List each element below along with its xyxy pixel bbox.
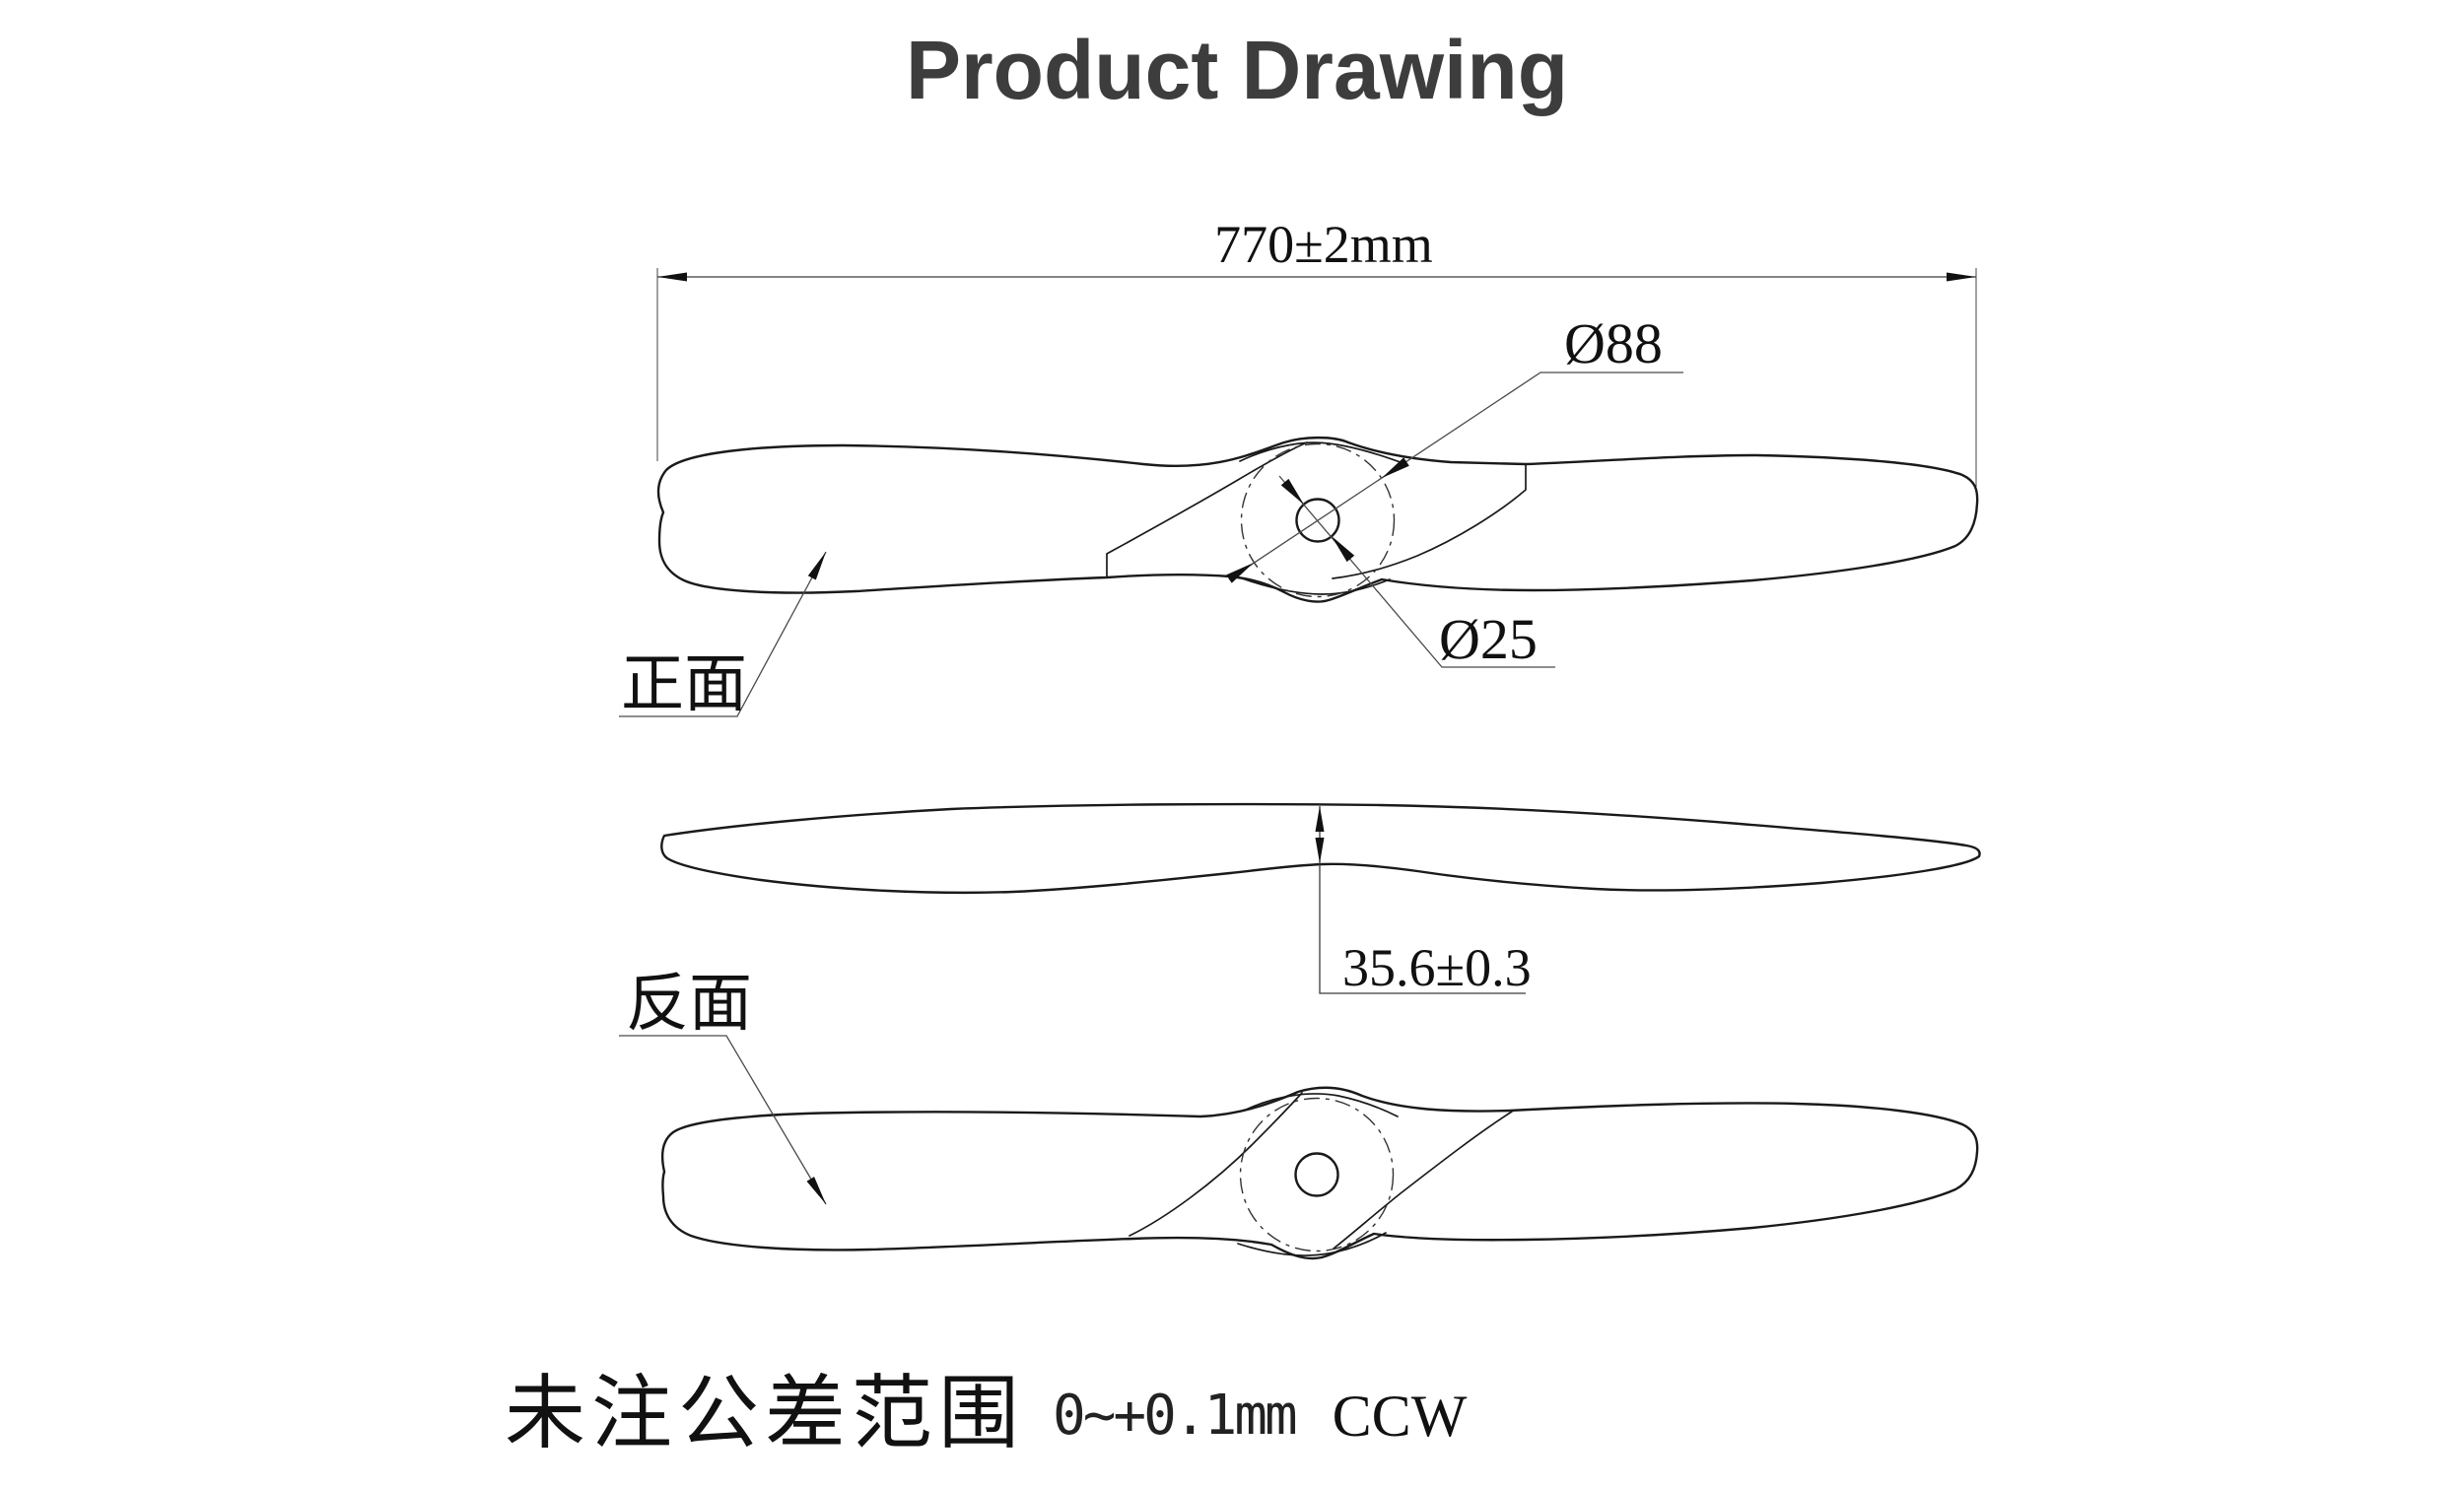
front-blade-face-line-left (1106, 441, 1308, 578)
page-title: Product Drawing (906, 24, 1568, 116)
center-bore-circle (1295, 498, 1340, 543)
hub-thickness-leader (1319, 806, 1526, 994)
overall-length-dimension: 770±2mm (656, 215, 1977, 487)
hub-diameter-arrow-upper-icon (1382, 457, 1409, 478)
front-face-text: 正面 (621, 649, 747, 719)
front-face-label: 正面 (619, 551, 827, 719)
hub-diameter-callout: Ø88 (1226, 311, 1683, 583)
back-view-outline (660, 1086, 1979, 1260)
tolerance-label: 未注公差范围 (505, 1369, 1025, 1458)
rotation-direction: CCW (1333, 1384, 1468, 1449)
back-face-leader (619, 1035, 827, 1205)
hub-diameter-arrow-lower-icon (1226, 563, 1254, 583)
side-view: 35.6±0.3 (660, 802, 1981, 997)
dim-arrow-right-icon (1947, 272, 1976, 282)
hub-thickness-dimension: 35.6±0.3 (1315, 806, 1532, 997)
back-view: 反面 (619, 969, 1979, 1260)
back-hub-edge-top (1243, 1093, 1399, 1117)
back-face-arrow-icon (806, 1177, 826, 1204)
bore-diameter-arrow-upper-icon (1280, 478, 1304, 505)
back-hub-edge-bottom (1237, 1232, 1387, 1256)
dim-arrow-left-icon (657, 272, 687, 282)
overall-length-value: 770±2mm (1214, 215, 1433, 274)
hub-bolt-circle (1240, 442, 1396, 598)
thickness-arrow-up-icon (1315, 806, 1325, 832)
front-blade-face-line-right (1332, 463, 1527, 579)
front-hub-edge-top (1239, 441, 1406, 465)
front-view: Ø88 Ø25 正面 (619, 311, 1979, 719)
thickness-arrow-down-icon (1315, 838, 1325, 863)
hub-diameter-value: Ø88 (1564, 311, 1663, 375)
front-face-leader (619, 551, 827, 717)
hub-diameter-leader (1228, 372, 1683, 580)
bore-diameter-leader (1278, 475, 1555, 668)
side-view-outline (660, 802, 1981, 895)
bore-diameter-arrow-lower-icon (1332, 536, 1355, 563)
tolerance-value: 0~+0.1mm (1053, 1384, 1296, 1448)
back-center-bore-circle (1294, 1152, 1339, 1197)
notes-row: 未注公差范围 0~+0.1mm CCW (505, 1369, 1468, 1458)
back-hub-bolt-circle (1239, 1097, 1395, 1252)
front-view-outline (656, 436, 1979, 603)
bore-diameter-callout: Ø25 (1278, 475, 1555, 671)
back-blade-face-line-right (1333, 1111, 1513, 1250)
hub-thickness-value: 35.6±0.3 (1342, 938, 1532, 997)
front-hub-edge-bottom (1233, 575, 1391, 595)
bore-diameter-value: Ø25 (1439, 607, 1538, 671)
front-face-arrow-icon (807, 552, 826, 580)
back-face-text: 反面 (626, 969, 752, 1039)
back-face-label: 反面 (619, 969, 827, 1205)
